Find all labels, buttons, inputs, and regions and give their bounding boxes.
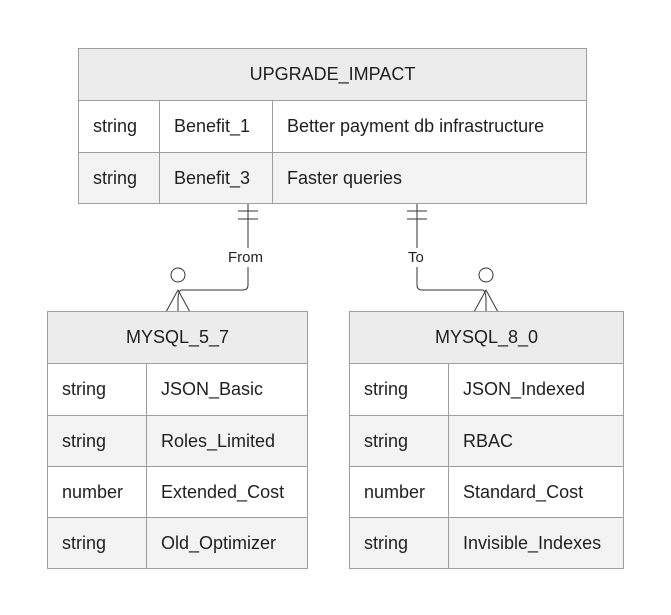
- relationship-from-path: [165, 203, 258, 313]
- entity-mysql-5-7: MYSQL_5_7 string JSON_Basic string Roles…: [47, 311, 308, 569]
- table-row: string JSON_Indexed: [350, 364, 623, 415]
- attribute-name: Benefit_1: [159, 101, 272, 152]
- entity-mysql-8-0: MYSQL_8_0 string JSON_Indexed string RBA…: [349, 311, 624, 569]
- attribute-name: JSON_Basic: [146, 364, 307, 415]
- attribute-type: string: [62, 430, 107, 451]
- attribute-name: Invisible_Indexes: [448, 518, 623, 568]
- attribute-name: Extended_Cost: [146, 467, 307, 517]
- attribute-type: number: [62, 481, 124, 502]
- entity-title: MYSQL_5_7: [48, 312, 307, 364]
- attribute-type: string: [93, 116, 138, 136]
- table-row: string Benefit_3 Faster queries: [79, 152, 586, 203]
- attribute-name: Benefit_3: [159, 153, 272, 203]
- attribute-name: Standard_Cost: [448, 467, 623, 517]
- relationship-label-to: To: [406, 248, 426, 267]
- table-row: string JSON_Basic: [48, 364, 307, 415]
- attribute-type: string: [364, 379, 409, 399]
- attribute-name: Roles_Limited: [146, 416, 307, 466]
- entity-upgrade-impact: UPGRADE_IMPACT string Benefit_1 Better p…: [78, 48, 587, 204]
- relationship-to-path: [407, 203, 499, 313]
- attribute-type: string: [93, 167, 138, 188]
- relationship-label-from: From: [226, 248, 265, 267]
- table-row: string RBAC: [350, 415, 623, 466]
- attribute-name: RBAC: [448, 416, 623, 466]
- attribute-comment: Faster queries: [272, 153, 586, 203]
- table-row: number Standard_Cost: [350, 466, 623, 517]
- table-row: string Old_Optimizer: [48, 517, 307, 568]
- table-row: string Roles_Limited: [48, 415, 307, 466]
- entity-title: MYSQL_8_0: [350, 312, 623, 364]
- attribute-name: JSON_Indexed: [448, 364, 623, 415]
- attribute-type: string: [364, 532, 409, 553]
- table-row: string Invisible_Indexes: [350, 517, 623, 568]
- attribute-type: number: [364, 481, 426, 502]
- attribute-type: string: [364, 430, 409, 451]
- attribute-type: string: [62, 379, 107, 399]
- attribute-type: string: [62, 532, 107, 553]
- attribute-name: Old_Optimizer: [146, 518, 307, 568]
- entity-title: UPGRADE_IMPACT: [79, 49, 586, 101]
- table-row: string Benefit_1 Better payment db infra…: [79, 101, 586, 152]
- table-row: number Extended_Cost: [48, 466, 307, 517]
- attribute-comment: Better payment db infrastructure: [272, 101, 586, 152]
